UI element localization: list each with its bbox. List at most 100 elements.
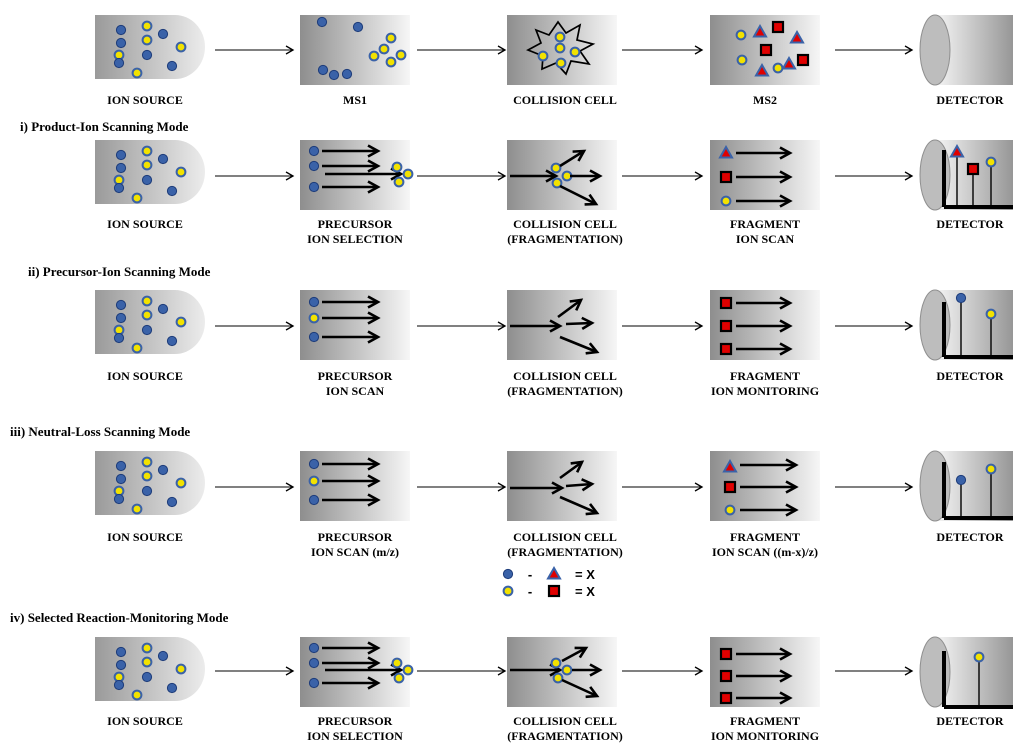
blue-ion-icon <box>308 458 320 470</box>
yellow-ion-icon <box>175 41 187 53</box>
blue-ion-icon <box>308 642 320 654</box>
yellow-ion-icon <box>141 470 153 482</box>
yellow-ion-icon <box>569 46 581 58</box>
yellow-ion-icon <box>985 156 997 168</box>
blue-ion-icon <box>166 682 178 694</box>
yellow-ion-icon <box>502 585 514 597</box>
yellow-ion-icon <box>308 475 320 487</box>
stage-label: ION SOURCE <box>107 93 183 107</box>
square-fragment-icon <box>719 647 733 661</box>
stage-label: DETECTOR <box>936 714 1003 728</box>
blue-ion-icon <box>141 671 153 683</box>
square-fragment-icon <box>719 170 733 184</box>
legend-dash: - <box>528 567 532 582</box>
legend-equals: = X <box>575 567 595 582</box>
blue-ion-icon <box>113 679 125 691</box>
beam-arrow <box>561 678 600 699</box>
blue-ion-icon <box>166 496 178 508</box>
square-fragment-icon <box>547 584 561 598</box>
beam-arrow <box>559 184 599 206</box>
blue-ion-icon <box>141 174 153 186</box>
triangle-fragment-icon <box>752 23 768 38</box>
beam-arrow <box>561 646 589 663</box>
yellow-ion-icon <box>175 477 187 489</box>
stage-label: MS2 <box>753 93 777 107</box>
yellow-ion-icon <box>378 43 390 55</box>
blue-ion-icon <box>316 16 328 28</box>
blue-ion-icon <box>115 312 127 324</box>
stage-label: ION SCAN ((m-x)/z) <box>712 545 818 559</box>
legend-equals: = X <box>575 584 595 599</box>
yellow-ion-icon <box>141 34 153 46</box>
yellow-ion-icon <box>175 166 187 178</box>
stage-label: ION SOURCE <box>107 369 183 383</box>
stage-label: ION SELECTION <box>307 232 403 246</box>
stage-label: PRECURSOR <box>318 530 393 544</box>
yellow-ion-icon <box>175 316 187 328</box>
yellow-ion-icon <box>141 656 153 668</box>
square-fragment-icon <box>719 296 733 310</box>
yellow-ion-icon <box>141 309 153 321</box>
blue-ion-icon <box>328 69 340 81</box>
yellow-ion-icon <box>131 67 143 79</box>
stage-label: DETECTOR <box>936 217 1003 231</box>
yellow-ion-icon <box>554 31 566 43</box>
yellow-ion-icon <box>385 56 397 68</box>
yellow-ion-icon <box>393 176 405 188</box>
stage-label: PRECURSOR <box>318 369 393 383</box>
yellow-ion-icon <box>554 42 566 54</box>
yellow-ion-icon <box>985 463 997 475</box>
yellow-ion-icon <box>141 456 153 468</box>
beam-arrow <box>565 316 595 330</box>
yellow-ion-icon <box>141 159 153 171</box>
blue-ion-icon <box>141 49 153 61</box>
square-fragment-icon <box>719 342 733 356</box>
stage-label: COLLISION CELL <box>513 217 617 231</box>
beam-arrow <box>559 460 585 480</box>
stage-label: FRAGMENT <box>730 530 800 544</box>
beam-arrow <box>559 495 600 516</box>
blue-ion-icon <box>157 650 169 662</box>
yellow-ion-icon <box>391 657 403 669</box>
square-fragment-icon <box>719 319 733 333</box>
blue-ion-icon <box>113 57 125 69</box>
yellow-ion-icon <box>985 308 997 320</box>
mode-heading: iii) Neutral-Loss Scanning Mode <box>10 424 190 439</box>
yellow-ion-icon <box>402 168 414 180</box>
yellow-ion-icon <box>391 161 403 173</box>
yellow-ion-icon <box>736 54 748 66</box>
triangle-fragment-icon <box>718 144 734 159</box>
blue-ion-icon <box>115 149 127 161</box>
blue-ion-icon <box>341 68 353 80</box>
stage-box <box>507 451 617 521</box>
triangle-fragment-icon <box>546 565 562 580</box>
blue-ion-icon <box>166 335 178 347</box>
stage-label: COLLISION CELL <box>513 530 617 544</box>
beam-arrow <box>559 149 587 168</box>
square-fragment-icon <box>719 691 733 705</box>
stage-label: FRAGMENT <box>730 217 800 231</box>
stage-label: PRECURSOR <box>318 217 393 231</box>
yellow-ion-icon <box>141 642 153 654</box>
beam-arrow <box>565 478 595 492</box>
blue-ion-icon <box>115 24 127 36</box>
stage-label: ION SELECTION <box>307 729 403 743</box>
mode-heading: i) Product-Ion Scanning Mode <box>20 119 189 134</box>
blue-ion-icon <box>955 474 967 486</box>
stage-label: ION SOURCE <box>107 714 183 728</box>
triangle-fragment-icon <box>789 29 805 44</box>
yellow-ion-icon <box>550 162 562 174</box>
blue-ion-icon <box>157 28 169 40</box>
yellow-ion-icon <box>720 195 732 207</box>
blue-ion-icon <box>157 464 169 476</box>
yellow-ion-icon <box>973 651 985 663</box>
stage-label: (FRAGMENTATION) <box>507 232 623 246</box>
yellow-ion-icon <box>735 29 747 41</box>
blue-ion-icon <box>113 182 125 194</box>
stage-label: COLLISION CELL <box>513 714 617 728</box>
stage-label: FRAGMENT <box>730 714 800 728</box>
stage-label: MS1 <box>343 93 367 107</box>
stage-label: (FRAGMENTATION) <box>507 729 623 743</box>
beam-arrow <box>557 298 584 319</box>
blue-ion-icon <box>157 303 169 315</box>
